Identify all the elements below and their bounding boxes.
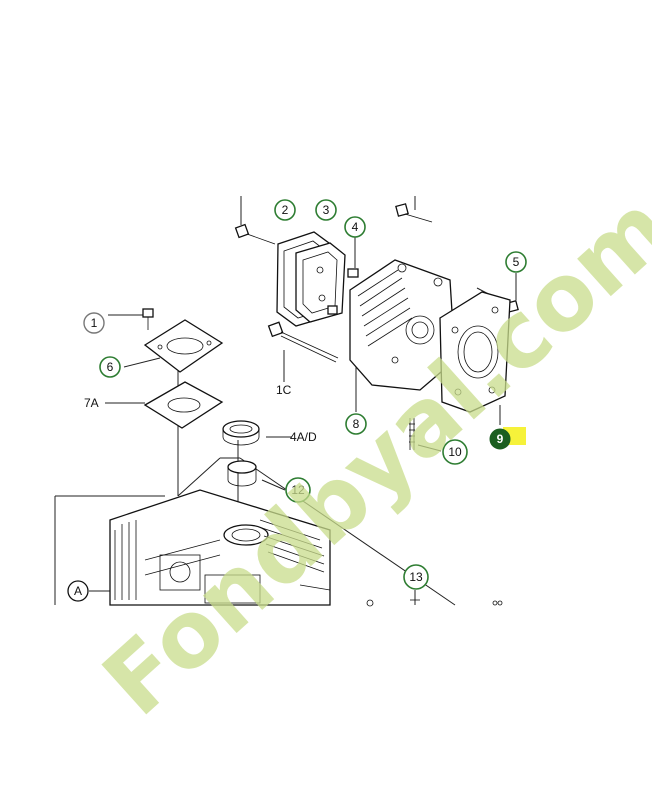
callout-6: 6 (99, 356, 121, 378)
seal-ring-part-4ad (222, 420, 260, 446)
callout-2-label: 2 (282, 203, 289, 217)
watermark-text: Fondbyal.com (83, 174, 652, 736)
head-bolt-part-1c (267, 321, 339, 363)
nut-part-4 (327, 268, 359, 315)
bolt-part-1 (142, 308, 154, 330)
callout-1c-label: 1C (276, 383, 292, 397)
callout-13-label: 13 (409, 570, 423, 584)
callout-4-label: 4 (352, 220, 359, 234)
callout-7a-label: 7A (84, 396, 99, 410)
part-13-marks (366, 599, 503, 607)
callout-5-label: 5 (513, 255, 520, 269)
callout-12-label: 12 (291, 483, 305, 497)
callout-3-label: 3 (323, 203, 330, 217)
callout-a: A (67, 580, 89, 602)
callout-8-label: 8 (353, 417, 360, 431)
callout-5: 5 (505, 251, 527, 273)
callout-10-label: 10 (448, 445, 462, 459)
callout-1-label: 1 (91, 316, 98, 330)
callout-8: 8 (345, 413, 367, 435)
stud-part-10 (409, 418, 415, 450)
valve-cover-gasket-part-3 (295, 242, 346, 323)
callout-a-label: A (74, 584, 82, 598)
callout-1: 1 (83, 312, 105, 334)
callout-4: 4 (344, 216, 366, 238)
engine-block (109, 489, 331, 606)
gasket-part-7a (143, 381, 224, 429)
cylinder-head (349, 259, 456, 391)
watermark: Fondbyal.com (83, 174, 652, 736)
callout-3: 3 (315, 199, 337, 221)
cover-plate-part-6 (143, 319, 224, 373)
callout-2: 2 (274, 199, 296, 221)
callout-9-label: 9 (497, 432, 504, 446)
cover-bolts (234, 203, 433, 245)
head-gasket-part-9 (439, 291, 511, 413)
callout-9: 9 (489, 428, 511, 450)
callout-13: 13 (403, 564, 429, 590)
callout-12: 12 (285, 477, 311, 503)
ring-part-12 (227, 460, 257, 487)
callout-6-label: 6 (107, 360, 114, 374)
callout-4ad-label: 4A/D (290, 430, 317, 444)
callout-10: 10 (442, 439, 468, 465)
